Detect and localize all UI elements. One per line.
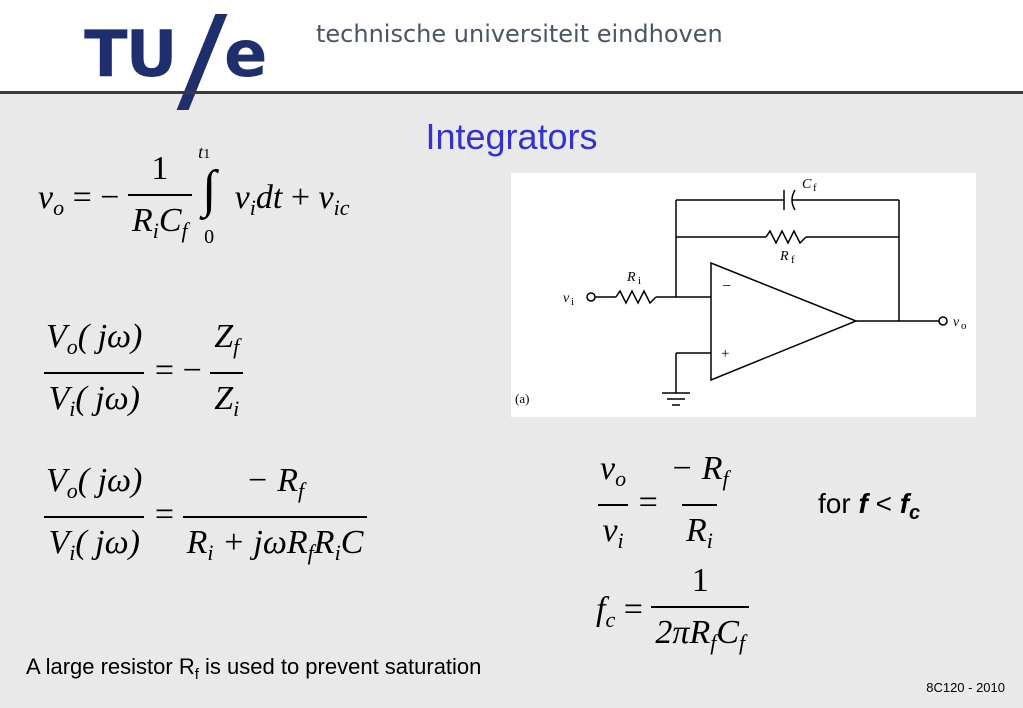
header: TU e technische universiteit eindhoven xyxy=(0,0,1023,110)
figure-label: (a) xyxy=(515,391,529,406)
slide-title: Integrators xyxy=(425,116,598,157)
logo-tu: TU xyxy=(84,18,178,92)
rf-label: R xyxy=(779,249,789,264)
slide-footer: 8C120 - 2010 xyxy=(926,680,1005,695)
integral-sign: t1 ∫ 0 xyxy=(198,142,217,248)
frequency-condition: for f < fc xyxy=(818,488,921,524)
equation-transfer-function: Vo( jω) Vi( jω) = − Rf Ri + jωRfRiC xyxy=(42,462,368,572)
equation-integrator-output: vo = − 1 RiCf t1 ∫ 0 vidt + vic xyxy=(38,142,350,250)
university-name: technische universiteit eindhoven xyxy=(316,20,723,48)
svg-text:o: o xyxy=(961,320,967,332)
logo-e: e xyxy=(224,18,268,92)
equation-impedance-ratio: Vo( jω) Vi( jω) = − Zf Zi xyxy=(42,318,244,428)
circuit-svg: C f R f R i v i v o − + (a) xyxy=(515,177,967,406)
equation-corner-frequency: fc = 1 2πRfCf xyxy=(596,562,750,662)
svg-text:f: f xyxy=(813,182,817,194)
svg-text:i: i xyxy=(571,296,574,308)
header-divider xyxy=(0,91,1023,94)
logo-slash xyxy=(176,14,228,110)
fraction: 1 RiCf xyxy=(127,150,192,250)
caption-text: A large resistor Rf is used to prevent s… xyxy=(26,654,482,683)
inverting-input-sign: − xyxy=(722,278,731,295)
ri-label: R xyxy=(626,270,636,285)
equation-low-frequency-gain: vo vi = − Rf Ri xyxy=(596,450,733,560)
svg-text:f: f xyxy=(791,254,795,266)
vi-label: v xyxy=(563,291,570,306)
vo-label: v xyxy=(953,315,960,330)
noninverting-input-sign: + xyxy=(721,346,729,362)
cf-label: C xyxy=(802,177,812,192)
integrator-circuit-diagram: C f R f R i v i v o − + (a) xyxy=(511,173,976,417)
svg-text:i: i xyxy=(638,275,641,287)
